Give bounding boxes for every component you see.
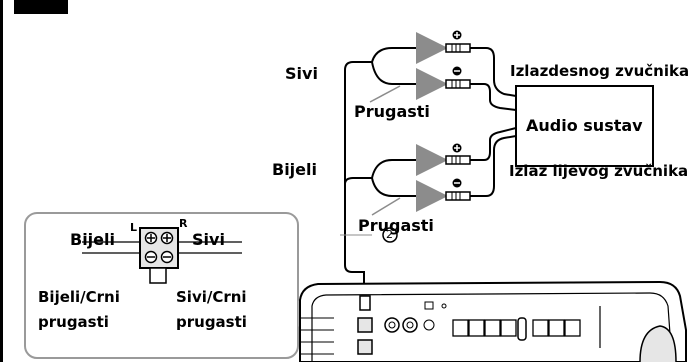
inset-right-letter: R [179,217,188,230]
inset-white-label: Bijeli [70,230,115,249]
lower-plug-negative [445,178,471,201]
step-marker-number: 2 [386,228,393,241]
inset-white-black-line2: prugasti [38,313,109,331]
striped-bottom-label: Prugasti [358,216,434,235]
gray-wire-label: Sivi [285,64,318,83]
upper-plug-negative [445,66,471,89]
left-output-label: Izlaz lijevog zvučnika [509,162,689,180]
inset-left-letter: L [130,221,138,234]
inset-gray-black-line1: Sivi/Crni [176,288,247,306]
amplifier-unit [299,280,687,362]
inset-connector [82,227,242,284]
audio-system-label: Audio sustav [526,116,643,135]
left-edge-bar [0,0,3,362]
inset-gray-black-line2: prugasti [176,313,247,331]
lower-plug-positive [445,143,471,165]
step-marker-circle [382,227,398,243]
lower-striped-leader [371,197,401,216]
upper-output-branch [344,47,517,235]
header-black-tab [14,0,68,14]
inset-callout [24,212,299,359]
lower-wire-gray [416,144,448,212]
white-wire-label: Bijeli [272,160,317,179]
audio-system-box [515,85,654,167]
upper-wire-gray [416,32,448,100]
lower-output-branch [344,127,517,197]
main-cable [340,234,372,296]
inset-white-black-line1: Bijeli/Crni [38,288,120,306]
inset-gray-label: Sivi [192,230,225,249]
upper-striped-leader [369,85,401,103]
right-output-label: Izlazdesnog zvučnika [510,62,690,80]
striped-top-label: Prugasti [354,102,430,121]
upper-plug-positive [445,30,471,53]
